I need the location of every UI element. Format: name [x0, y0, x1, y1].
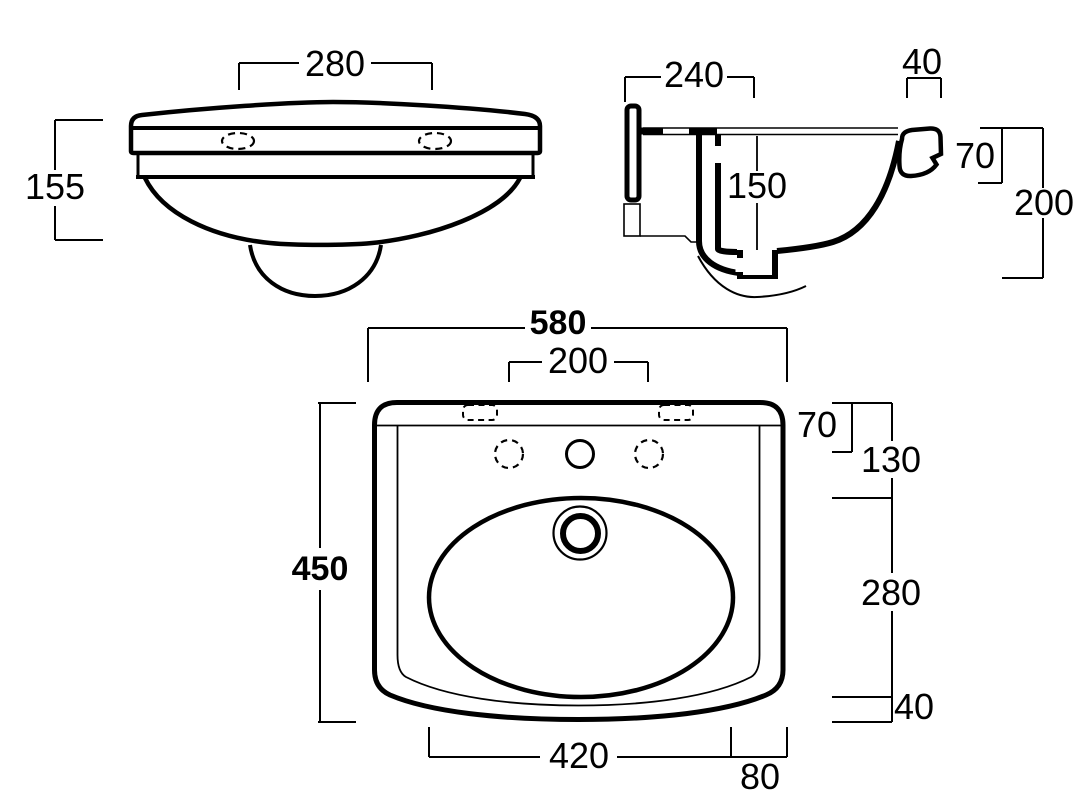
dim-line	[1002, 128, 1044, 279]
wall-bracket-lower-block	[623, 203, 641, 237]
dim-line	[978, 127, 1043, 184]
side-trap-dome-arc	[697, 255, 807, 299]
overflow-hole-slot	[714, 146, 722, 163]
tap-hole-dashed-left	[493, 438, 525, 470]
dim-label-155: 155	[25, 166, 85, 207]
dim-plan-edge-to-bowl: 130	[832, 403, 921, 499]
dim-label-240: 240	[664, 54, 724, 95]
drain-recess-circle	[552, 505, 608, 561]
dim-label-280-plan: 280	[861, 572, 921, 613]
dim-label-580: 580	[530, 304, 587, 342]
dim-line	[906, 77, 942, 98]
fixing-hole-dashed-right	[417, 131, 453, 151]
dim-side-rim-height: 70	[955, 127, 1043, 184]
wall-step-line	[640, 235, 698, 243]
dim-side-wall-to-drain: 240	[624, 54, 755, 102]
dim-plan-bowl-width: 420	[428, 727, 787, 776]
dim-label-40-plan: 40	[894, 686, 934, 727]
dim-plan-tap-spacing: 200	[508, 340, 649, 382]
front-trap-dome	[248, 244, 383, 299]
basin-front-outline	[128, 99, 543, 156]
dim-plan-bowl-to-front: 40	[832, 686, 934, 727]
dim-label-70-plan: 70	[797, 404, 837, 445]
dim-line	[318, 402, 356, 723]
dim-plan-overall-width: 580	[367, 304, 788, 382]
dim-front-fixing-spacing: 280	[238, 43, 433, 90]
wall-bracket	[624, 103, 642, 203]
basin-plan-outline	[372, 400, 786, 723]
dim-label-130: 130	[861, 439, 921, 480]
rim-top-edge-lines	[643, 127, 898, 136]
front-rim-profile	[897, 126, 944, 179]
tap-hole-center	[565, 439, 595, 469]
side-view: 240 40 150 70 200	[623, 41, 1074, 299]
dim-line	[624, 76, 755, 102]
dim-label-150: 150	[727, 165, 787, 206]
plan-bowl-oval	[426, 495, 736, 700]
plan-view: 580 200 70 130 280 40 450	[292, 304, 934, 797]
dim-plan-front-corner: 80	[740, 727, 788, 797]
dim-label-450: 450	[292, 550, 349, 588]
dim-side-front-height: 200	[1002, 128, 1074, 279]
dim-plan-overall-depth: 450	[292, 402, 356, 723]
dim-label-200-plan: 200	[548, 340, 608, 381]
front-bowl-curve	[142, 176, 522, 248]
dim-label-420: 420	[549, 735, 609, 776]
tap-hole-dashed-right	[633, 438, 665, 470]
dim-line	[428, 727, 787, 758]
dim-side-bowl-depth: 150	[727, 136, 787, 250]
overflow-channel-front	[715, 134, 738, 255]
dim-label-80: 80	[740, 756, 780, 797]
dim-line	[832, 498, 893, 698]
dim-label-40-side: 40	[902, 41, 942, 82]
dim-line	[367, 327, 788, 382]
front-view: 280 155	[25, 43, 543, 299]
drain-wall-slot	[735, 258, 744, 272]
plan-inner-rim-line	[396, 425, 761, 707]
dim-plan-bowl-length: 280	[832, 498, 921, 698]
dim-side-rim-depth: 40	[902, 41, 942, 98]
fixing-hole-dashed-left	[220, 131, 256, 151]
dim-line	[832, 403, 893, 499]
dim-front-height: 155	[25, 119, 103, 241]
dim-line	[54, 119, 103, 241]
dim-plan-edge-to-tap: 70	[797, 402, 892, 453]
ledge-fixing-slot	[663, 126, 689, 136]
dim-line	[832, 402, 892, 453]
dim-label-70-side: 70	[955, 135, 995, 176]
fixing-slot-dashed-right	[658, 404, 694, 421]
dim-line	[508, 361, 649, 382]
dim-line	[238, 62, 433, 90]
dim-label-200-side: 200	[1014, 182, 1074, 223]
drain-hole-ring	[560, 513, 601, 554]
dim-line	[832, 697, 893, 723]
overflow-channel-back	[696, 134, 740, 276]
fixing-slot-dashed-left	[462, 404, 498, 421]
dim-label-280-front: 280	[305, 43, 365, 84]
bowl-shell-section	[776, 140, 902, 254]
